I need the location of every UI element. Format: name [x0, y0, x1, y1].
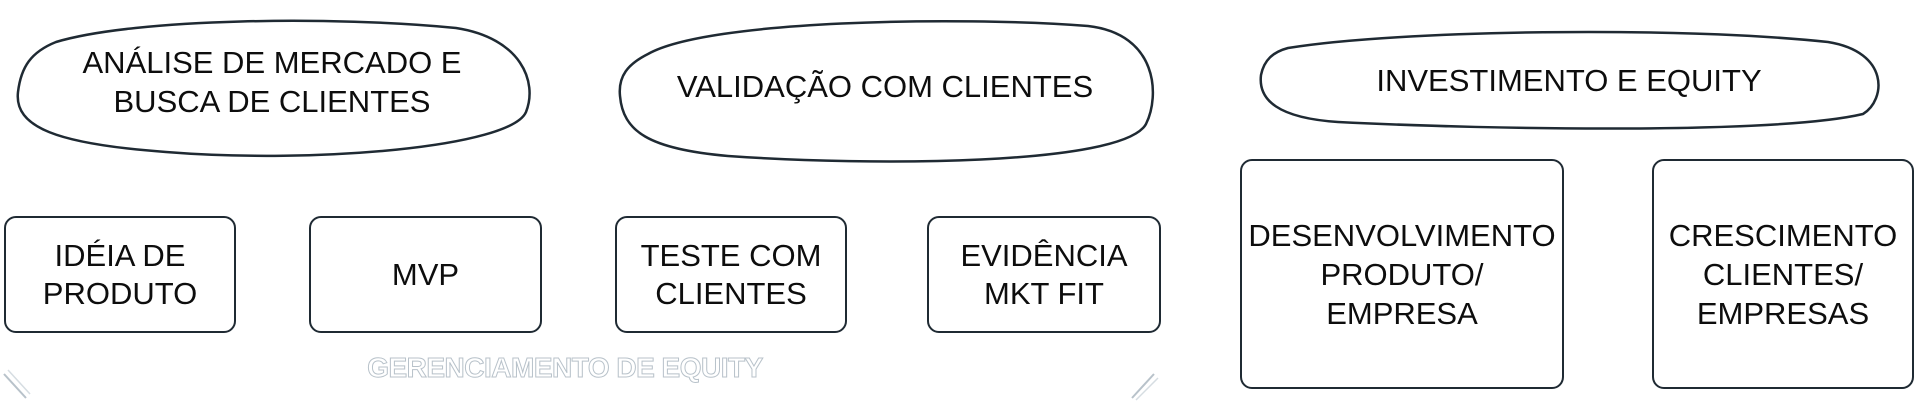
step-label-mvp: MVP: [391, 256, 460, 292]
step-label-market-fit-evidence: EVIDÊNCIA MKT FIT: [960, 237, 1128, 311]
left-arrow-line: [3, 369, 31, 399]
step-label-customer-growth: CRESCIMENTO CLIENTES/ EMPRESAS: [1668, 217, 1898, 331]
step-box-customer-growth: CRESCIMENTO CLIENTES/ EMPRESAS: [1652, 159, 1914, 389]
step-label-product-idea: IDÉIA DE PRODUTO: [42, 237, 198, 311]
step-box-market-fit-evidence: EVIDÊNCIA MKT FIT: [927, 216, 1161, 333]
phase-label-investment-equity: INVESTIMENTO E EQUITY: [1376, 62, 1762, 98]
phase-cloud-investment-equity: INVESTIMENTO E EQUITY: [1258, 30, 1880, 130]
cloud-outline: [618, 19, 1155, 163]
step-box-mvp: MVP: [309, 216, 542, 333]
step-label-customer-test: TESTE COM CLIENTES: [640, 237, 822, 311]
step-box-product-development: DESENVOLVIMENTO PRODUTO/ EMPRESA: [1240, 159, 1564, 389]
cloud-outline: [1259, 30, 1880, 130]
phase-cloud-customer-validation: VALIDAÇÃO COM CLIENTES: [618, 16, 1155, 163]
step-box-customer-test: TESTE COM CLIENTES: [615, 216, 847, 333]
right-arrow-line: [1131, 373, 1159, 401]
phase-label-customer-validation: VALIDAÇÃO COM CLIENTES: [676, 68, 1094, 104]
step-box-product-idea: IDÉIA DE PRODUTO: [4, 216, 236, 333]
equity-management-label: GERENCIAMENTO DE EQUITY: [367, 352, 764, 384]
cloud-outline: [16, 19, 531, 158]
step-label-product-development: DESENVOLVIMENTO PRODUTO/ EMPRESA: [1248, 217, 1556, 331]
phase-cloud-market-analysis: ANÁLISE DE MERCADO E BUSCA DE CLIENTES: [16, 12, 531, 158]
phase-label-market-analysis: ANÁLISE DE MERCADO E BUSCA DE CLIENTES: [82, 45, 462, 119]
